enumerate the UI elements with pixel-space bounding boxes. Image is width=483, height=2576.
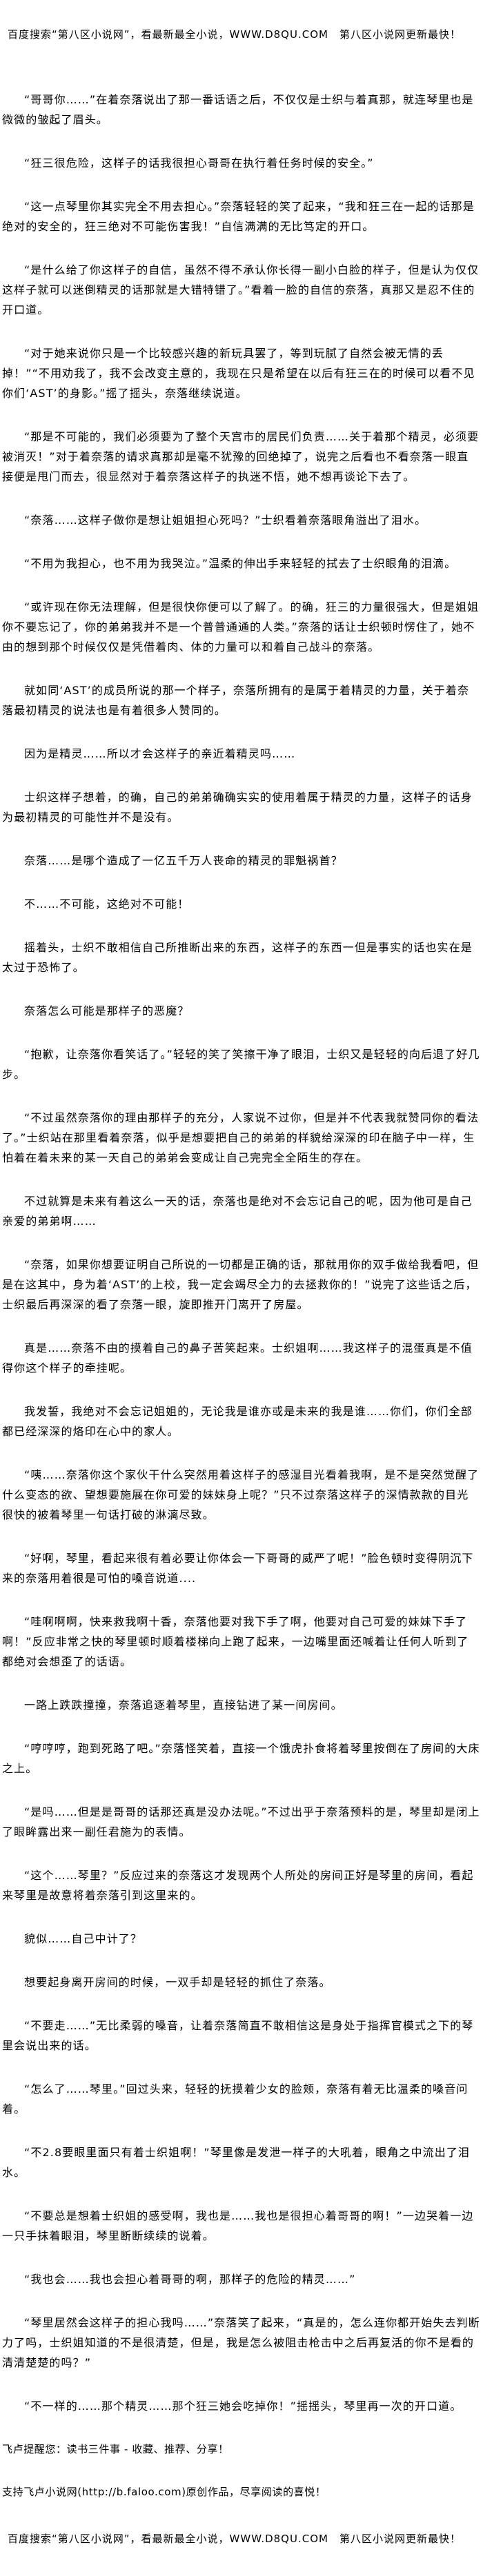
story-paragraph: “这个……琴里？”反应过来的奈落这才发现两个人所处的房间正好是琴里的房间，看起来… [2, 1869, 474, 1902]
story-paragraph: “奈落，如果你想要证明自己所说的一切都是正确的话，那就用你的双手做给我看吧，但是… [2, 1258, 480, 1311]
story-paragraph: 想要起身离开房间的时候，一双手却是轻轻的抓住了奈落。 [24, 1976, 331, 1989]
story-paragraph: “咦……奈落你这个家伙干什么突然用着这样子的感湿目光看着我啊，是不是突然觉醒了什… [2, 1468, 480, 1521]
story-paragraph: “哼哼哼，跑到死路了吧。”奈落怪笑着，直接一个饿虎扑食将着琴里按倒在了房间的大床… [2, 1742, 480, 1775]
bottom-site-banner: 百度搜索“第八区小说网”，看最新最全小说，WWW.D8QU.COM 第八区小说网… [8, 2533, 461, 2545]
story-paragraph: “哇啊啊啊，快来救我啊十香，奈落他要对我下手了啊，他要对自己可爱的妹妹下手了啊！… [2, 1615, 469, 1668]
story-paragraph: “那是不可能的，我们必须要为了整个天宫市的居民们负责……关于着那个精灵，必须要被… [2, 430, 480, 483]
story-paragraph: 就如同‘AST’的成员所说的那一个样子，奈落所拥有的是属于着精灵的力量，关于着奈… [2, 684, 470, 717]
story-paragraph: 真是……奈落不由的摸着自己的鼻子苦笑起来。士织姐啊……我这样子的混蛋真是不值得你… [2, 1341, 473, 1375]
story-paragraph: “不要走……”无比柔弱的嗓音，让着奈落简直不敢相信这是身处于指挥官模式之下的琴里… [2, 2019, 474, 2052]
story-paragraph: “或许现在你无法理解，但是很快你便可以了解了。的确，狂三的力量很强大，但是姐姐你… [2, 600, 480, 653]
chapter-content: “哥哥你……”在着奈落说出了那一番话语之后，不仅仅是士织与着真那，就连琴里也是微… [2, 90, 480, 2416]
story-paragraph: “对于她来说你只是一个比较感兴趣的新玩具罢了，等到玩腻了自然会被无情的丢掉！”“… [2, 347, 475, 400]
story-paragraph: “我也会……我也会担心着哥哥的啊，那样子的危险的精灵……” [24, 2273, 356, 2286]
story-paragraph: “不2.8要眼里面只有着士织姐啊！”琴里像是发泄一样子的大吼着，眼角之中流出了泪… [2, 2146, 471, 2179]
reading-reminder: 飞卢提醒您：读书三件事 - 收藏、推荐、分享！ [2, 2443, 229, 2455]
story-paragraph: “不用为我担心，也不用为我哭泣。”温柔的伸出手来轻轻的拭去了士织眼角的泪滴。 [24, 557, 457, 570]
story-paragraph: 一路上跌跌撞撞，奈落追逐着琴里，直接钻进了某一间房间。 [24, 1698, 343, 1712]
story-paragraph: “这一点琴里你其实完全不用去担心。”奈落轻轻的笑了起来，“我和狂三在一起的话那是… [2, 200, 475, 233]
story-paragraph: “是吗……但是是哥哥的话那还真是没办法呢。”不过出乎于奈落预料的是，琴里却是闭上… [2, 1805, 480, 1838]
story-paragraph: “好啊，琴里，看起来很有着必要让你体会一下哥哥的威严了呢！”脸色顿时变得阴沉下来… [2, 1552, 474, 1585]
story-paragraph: 我发誓，我绝对不会忘记姐姐的，无论我是谁亦或是未来的我是谁……你们，你们全部都已… [2, 1405, 473, 1438]
story-paragraph: “抱歉，让奈落你看笑话了。”轻轻的笑了笑擦干净了眼泪，士织又是轻轻的向后退了好几… [2, 1048, 480, 1081]
story-paragraph: 奈落怎么可能是那样子的恶魔？ [24, 1004, 190, 1017]
story-paragraph: 貌似……自己中计了？ [24, 1932, 143, 1945]
story-paragraph: 因为是精灵……所以才会这样子的亲近着精灵吗…… [24, 747, 296, 760]
story-paragraph: “琴里居然会这样子的担心我吗……”奈落笑了起来，“真是的，怎么连你都开始失去判断… [2, 2316, 480, 2369]
story-paragraph: “怎么了……琴里。”回过头来，轻轻的抚摸着少女的脸颊，奈落有着无比温柔的嗓音问着… [2, 2082, 469, 2116]
story-paragraph: 奈落……是哪个造成了一亿五千万人丧命的精灵的罪魁祸首？ [24, 854, 343, 867]
story-paragraph: “不要总是想着士织姐的感受啊，我也是……我也是很担心着哥哥的啊！”一边哭着一边一… [2, 2209, 474, 2242]
top-site-banner: 百度搜索“第八区小说网”，看最新最全小说，WWW.D8QU.COM 第八区小说网… [8, 28, 461, 41]
support-faloo-link[interactable]: 支持飞卢小说网(http://b.faloo.com)原创作品，尽享阅读的喜悦！ [2, 2486, 326, 2498]
story-paragraph: 不……不可能，这绝对不可能！ [24, 897, 190, 911]
story-paragraph: “不过虽然奈落你的理由那样子的充分，人家说不过你，但是并不代表我就赞同你的看法了… [2, 1111, 480, 1164]
story-paragraph: “狂三很危险，这样子的话我很担心哥哥在执行着任务时候的安全。” [24, 156, 374, 170]
story-paragraph: 摇着头，士织不敢相信自己所推断出来的东西，这样子的东西一但是事实的话也实在是太过… [2, 941, 473, 974]
story-paragraph: 士织这样子想着，的确，自己的弟弟确确实实的使用着属于精灵的力量，这样子的话身为最… [2, 791, 473, 824]
story-paragraph: “哥哥你……”在着奈落说出了那一番话语之后，不仅仅是士织与着真那，就连琴里也是微… [2, 93, 474, 126]
story-paragraph: 不过就算是未来有着这么一天的话，奈落也是绝对不会忘记自己的呢，因为他可是自己亲爱… [2, 1195, 473, 1228]
story-paragraph: “奈落……这样子做你是想让姐姐担心死吗？”士织看着奈落眼角溢出了泪水。 [24, 514, 427, 527]
story-paragraph: “是什么给了你这样子的自信，虽然不得不承认你长得一副小白脸的样子，但是认为仅仅这… [2, 263, 480, 316]
story-paragraph: “不一样的……那个精灵……那个狂三她会吃掉你！”摇摇头，琴里再一次的开口道。 [24, 2400, 462, 2413]
